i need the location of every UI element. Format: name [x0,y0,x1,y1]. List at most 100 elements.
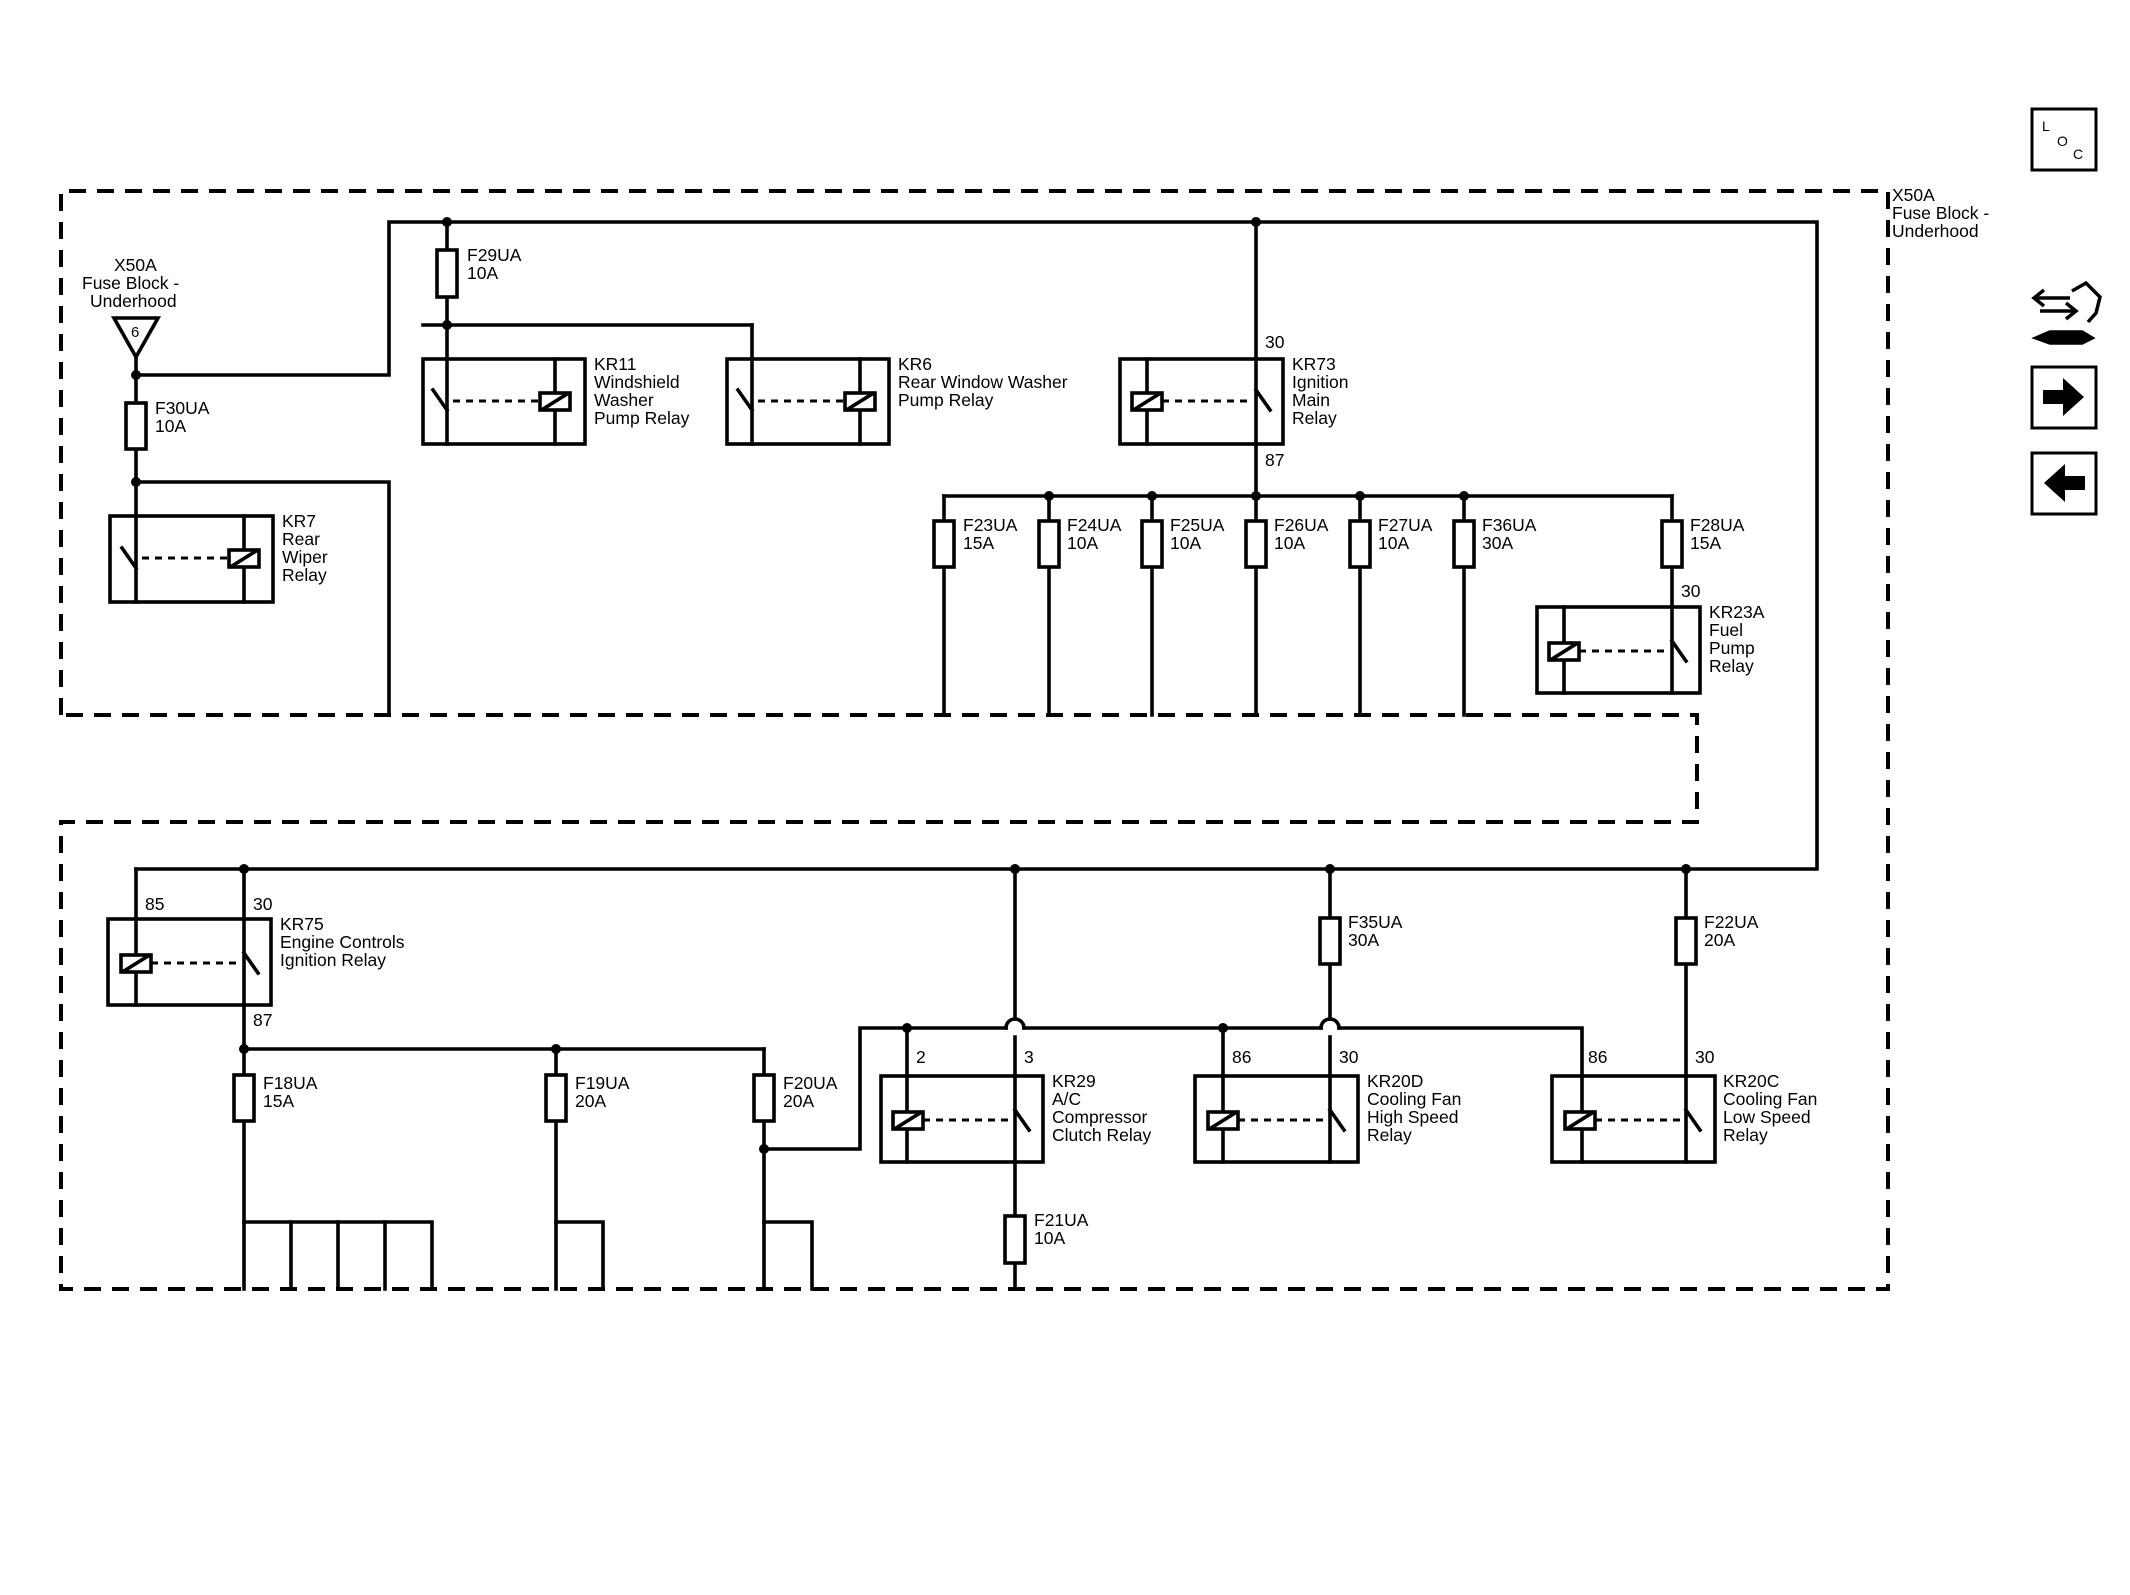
relay-kr75-line2: Ignition Relay [280,950,386,970]
relay-kr29-symbol [879,1074,1045,1164]
relay-kr29-pin-in: 3 [1024,1047,1034,1067]
loc-letter-o: O [2057,133,2068,149]
relay-kr23a-pin-in: 30 [1681,581,1701,601]
previous-page-button[interactable] [2030,451,2098,516]
relay-kr73-line1: Ignition [1292,372,1348,392]
fuse-f23ua-rating: 15A [963,533,994,553]
relay-kr23a-line2: Pump [1709,638,1755,658]
relay-kr6-line2: Pump Relay [898,390,994,410]
fuse-f35ua-id: F35UA [1348,912,1403,932]
relay-kr20d-line3: Relay [1367,1125,1412,1145]
relay-kr20d-pin-in: 30 [1339,1047,1359,1067]
relay-kr75-id: KR75 [280,914,324,934]
relay-kr23a-line3: Relay [1709,656,1754,676]
fuse-f18ua-id: F18UA [263,1073,318,1093]
loc-letter-c: C [2073,146,2083,162]
fuse-f20ua-id: F20UA [783,1073,838,1093]
fuse-f21ua-id: F21UA [1034,1210,1089,1230]
source-id: X50A [114,255,157,275]
relay-kr20c-pin-coil: 86 [1588,1047,1607,1067]
relay-labels: KR11 Windshield Washer Pump Relay KR6 Re… [145,332,1817,1145]
fuse-f26ua-rating: 10A [1274,533,1305,553]
relay-kr29-line1: A/C [1052,1089,1081,1109]
fuse-f19ua-rating: 20A [575,1091,606,1111]
relay-kr29-line2: Compressor [1052,1107,1147,1127]
wiring-tools-button[interactable] [2031,280,2102,345]
relay-kr73-line3: Relay [1292,408,1337,428]
relay-kr20d-pin-coil: 86 [1232,1047,1251,1067]
next-page-button[interactable] [2030,365,2098,430]
fuse-symbols [124,248,1698,1265]
fuse-f28ua-id: F28UA [1690,515,1745,535]
relay-kr75-symbol [106,867,273,1007]
fuse-f25ua-rating: 10A [1170,533,1201,553]
relay-kr23a-id: KR23A [1709,602,1765,622]
fuse-f35ua-rating: 30A [1348,930,1379,950]
relay-kr7-id: KR7 [282,511,316,531]
relay-kr20c-line3: Relay [1723,1125,1768,1145]
relay-kr7-symbol [108,514,275,604]
relay-kr73-pin-out: 87 [1265,450,1284,470]
fuse-f27ua-id: F27UA [1378,515,1433,535]
relay-kr29-id: KR29 [1052,1071,1096,1091]
relay-kr23a-symbol [1535,605,1702,695]
fuse-f18ua-rating: 15A [263,1091,294,1111]
relay-kr20c-line1: Cooling Fan [1723,1089,1817,1109]
relay-kr75-pin-coil: 85 [145,894,164,914]
block-name-line1: Fuse Block - [1892,203,1989,223]
block-label: X50A Fuse Block - Underhood [1892,185,1989,241]
relay-kr29-line3: Clutch Relay [1052,1125,1151,1145]
fuse-f24ua-id: F24UA [1067,515,1122,535]
source-name-line2: Underhood [90,291,177,311]
fuse-f24ua-rating: 10A [1067,533,1098,553]
relay-kr7-line1: Rear [282,529,320,549]
fuse-f23ua-id: F23UA [963,515,1018,535]
relay-kr11-id: KR11 [594,354,636,374]
relay-kr7-line2: Wiper [282,547,328,567]
wiring-tools-icon [2031,280,2102,345]
relay-kr20c-id: KR20C [1723,1071,1779,1091]
fuse-f22ua-rating: 20A [1704,930,1735,950]
relay-kr73-pin-in: 30 [1265,332,1285,352]
relay-kr11-symbol [421,357,587,446]
relay-kr20c-line2: Low Speed [1723,1107,1811,1127]
source-pin: 6 [131,324,139,341]
source-connector: 6 X50A Fuse Block - Underhood [82,255,179,361]
relay-kr75-pin-in: 30 [253,894,273,914]
relay-kr6-symbol [725,357,891,446]
relay-kr6-line1: Rear Window Washer [898,372,1068,392]
junction-dots [131,217,1691,1154]
fuse-f28ua-rating: 15A [1690,533,1721,553]
wires-bottom [242,867,1688,1291]
fuse-f30ua-id: F30UA [155,398,210,418]
relay-kr7-line3: Relay [282,565,327,585]
relay-kr75-line1: Engine Controls [280,932,405,952]
source-name-line1: Fuse Block - [82,273,179,293]
fuse-f25ua-id: F25UA [1170,515,1225,535]
relay-kr20d-id: KR20D [1367,1071,1423,1091]
relay-kr73-line2: Main [1292,390,1330,410]
relay-kr75-pin-out: 87 [253,1010,272,1030]
fuse-f20ua-rating: 20A [783,1091,814,1111]
relay-kr73-id: KR73 [1292,354,1336,374]
relay-kr20d-line2: High Speed [1367,1107,1458,1127]
loc-letter-l: L [2042,118,2050,134]
relay-kr11-line2: Washer [594,390,654,410]
relay-kr11-line3: Pump Relay [594,408,690,428]
arrow-right-icon [2043,378,2084,416]
fuse-labels: F29UA 10A F30UA 10A F23UA 15A F24UA 10A … [155,245,1759,1248]
relay-kr20c-pin-in: 30 [1695,1047,1715,1067]
relay-kr20d-line1: Cooling Fan [1367,1089,1461,1109]
fuse-f26ua-id: F26UA [1274,515,1329,535]
fuse-f29ua-rating: 10A [467,263,498,283]
location-icon: L O C [2042,118,2083,162]
block-name-line2: Underhood [1892,221,1979,241]
location-button[interactable]: L O C [2030,107,2098,172]
relay-kr11-line1: Windshield [594,372,680,392]
block-id: X50A [1892,185,1935,205]
fuse-f27ua-rating: 10A [1378,533,1409,553]
fuse-f29ua-id: F29UA [467,245,522,265]
fuse-f30ua-rating: 10A [155,416,186,436]
relay-kr29-pin-coil: 2 [916,1047,926,1067]
